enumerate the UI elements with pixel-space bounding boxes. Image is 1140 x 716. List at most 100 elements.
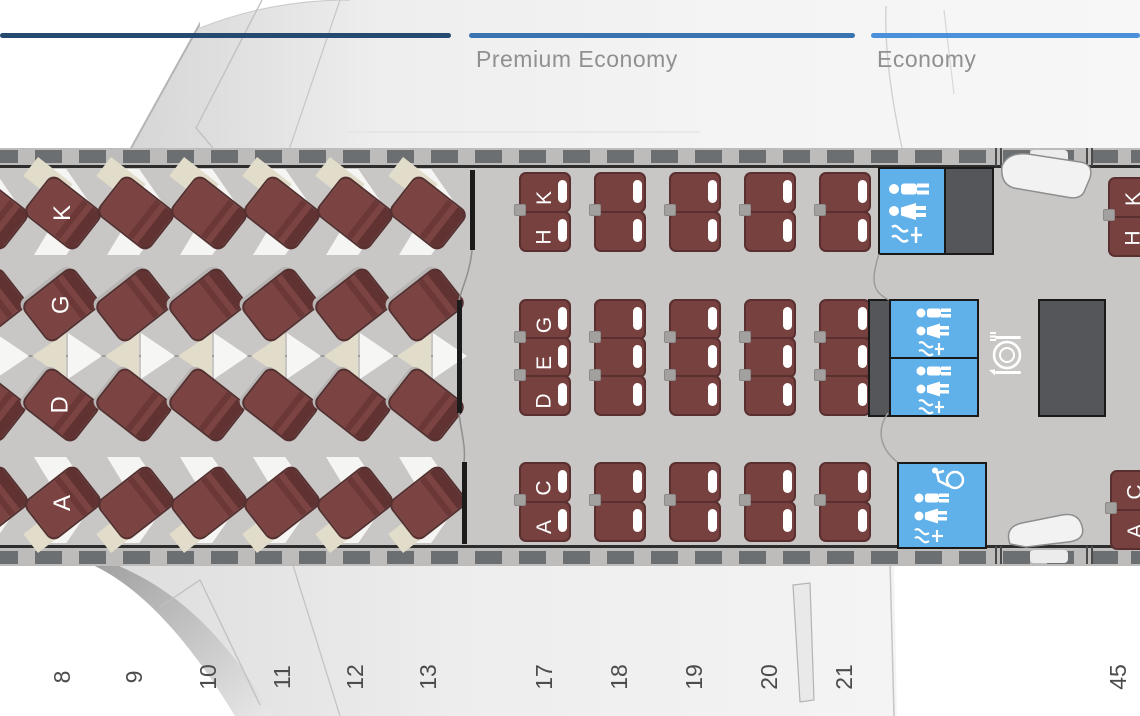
premium-economy-class-line	[469, 33, 855, 38]
business-seat[interactable]	[382, 363, 468, 446]
row-number: 13	[415, 664, 441, 690]
row-number: 10	[195, 664, 221, 690]
economy-seat[interactable]: A	[1110, 509, 1140, 550]
premium-economy-seat[interactable]	[744, 501, 796, 542]
seat-letter: G	[533, 316, 556, 333]
business-seat[interactable]	[386, 456, 470, 554]
business-seat[interactable]: D	[17, 363, 103, 446]
premium-economy-seat[interactable]	[819, 211, 871, 252]
seat-letter: K	[1122, 189, 1140, 205]
premium-economy-seat[interactable]: C	[519, 462, 571, 503]
business-seat[interactable]: A	[21, 456, 105, 554]
premium-economy-seat[interactable]	[669, 337, 721, 378]
business-seat[interactable]	[94, 156, 178, 256]
premium-economy-seat[interactable]	[819, 375, 871, 416]
premium-economy-seat[interactable]	[594, 299, 646, 340]
business-seat[interactable]	[240, 156, 324, 256]
armrest-tab	[514, 204, 526, 216]
premium-economy-seat[interactable]	[594, 172, 646, 213]
business-seat[interactable]	[309, 363, 395, 446]
business-seat[interactable]	[94, 456, 178, 554]
business-seat[interactable]	[386, 156, 470, 256]
armrest-tab	[739, 331, 751, 343]
business-seat[interactable]	[313, 156, 397, 256]
premium-economy-seat[interactable]: D	[519, 375, 571, 416]
armrest-tab	[514, 369, 526, 381]
door-marker	[1030, 150, 1068, 163]
premium-economy-seat[interactable]	[819, 501, 871, 542]
premium-economy-seat[interactable]	[819, 337, 871, 378]
armrest-tab	[589, 369, 601, 381]
premium-economy-seat[interactable]	[819, 299, 871, 340]
premium-economy-seat[interactable]: H	[519, 211, 571, 252]
seat-letter: A	[532, 519, 556, 534]
business-seat[interactable]: G	[17, 263, 103, 346]
seat-letter: H	[1122, 228, 1140, 245]
seat-letter: D	[532, 392, 556, 409]
economy-seat[interactable]: H	[1108, 216, 1140, 257]
seat-letter: C	[1124, 482, 1140, 499]
row-number: 8	[49, 670, 75, 684]
premium-economy-seat[interactable]	[669, 211, 721, 252]
premium-economy-seat[interactable]: K	[519, 172, 571, 213]
premium-economy-seat[interactable]	[594, 337, 646, 378]
door-marker	[1030, 550, 1068, 563]
premium-economy-seat[interactable]	[819, 462, 871, 503]
fuselage-bottom-strip	[0, 548, 1140, 566]
door-frame	[1091, 546, 1093, 564]
door-frame	[1000, 148, 1002, 166]
business-seat[interactable]: K	[21, 156, 105, 256]
business-seat[interactable]	[236, 363, 322, 446]
overhead-bin-dashes	[0, 150, 1140, 163]
business-seat[interactable]	[167, 456, 251, 554]
business-seat[interactable]	[163, 363, 249, 446]
seat-letter: G	[46, 295, 74, 315]
premium-economy-seat[interactable]	[669, 172, 721, 213]
premium-economy-seat[interactable]	[744, 375, 796, 416]
premium-economy-seat[interactable]	[594, 501, 646, 542]
business-seat[interactable]	[240, 456, 324, 554]
premium-economy-seat[interactable]: G	[519, 299, 571, 340]
premium-economy-seat[interactable]	[594, 462, 646, 503]
economy-label: Economy	[877, 46, 977, 72]
premium-economy-seat[interactable]	[819, 172, 871, 213]
business-seat[interactable]	[90, 363, 176, 446]
seat-letter: C	[532, 479, 556, 496]
business-seat[interactable]	[309, 263, 395, 346]
row-number: 18	[606, 664, 632, 690]
premium-economy-seat[interactable]	[744, 462, 796, 503]
fuselage-top-strip	[0, 148, 1140, 166]
business-seat[interactable]	[236, 263, 322, 346]
armrest-tab	[664, 331, 676, 343]
premium-economy-seat[interactable]	[669, 299, 721, 340]
business-seat[interactable]	[90, 263, 176, 346]
premium-economy-seat[interactable]: A	[519, 501, 571, 542]
premium-economy-seat[interactable]	[669, 462, 721, 503]
business-seat[interactable]	[382, 263, 468, 346]
armrest-tab	[739, 369, 751, 381]
economy-class-line	[871, 33, 1140, 38]
door-frame	[1000, 546, 1002, 564]
premium-economy-seat[interactable]	[744, 172, 796, 213]
lavatory-icon	[889, 299, 979, 359]
business-seat[interactable]	[167, 156, 251, 256]
premium-economy-seat[interactable]	[669, 501, 721, 542]
armrest-tab	[814, 331, 826, 343]
lavatory-icon	[889, 357, 979, 417]
premium-economy-seat[interactable]	[669, 375, 721, 416]
galley-block	[868, 299, 891, 417]
business-seat[interactable]	[163, 263, 249, 346]
armrest-tab	[664, 369, 676, 381]
premium-economy-seat[interactable]	[744, 299, 796, 340]
premium-economy-seat[interactable]: E	[519, 337, 571, 378]
cabin-wall-bottom	[0, 545, 1140, 548]
seat-letter: A	[1124, 521, 1140, 537]
business-seat[interactable]	[313, 456, 397, 554]
premium-economy-seat[interactable]	[744, 337, 796, 378]
premium-economy-seat[interactable]	[744, 211, 796, 252]
premium-economy-seat[interactable]	[594, 375, 646, 416]
premium-economy-seat[interactable]	[594, 211, 646, 252]
lavatory-icon	[878, 167, 946, 255]
armrest-tab	[589, 494, 601, 506]
door-frame	[995, 546, 997, 564]
